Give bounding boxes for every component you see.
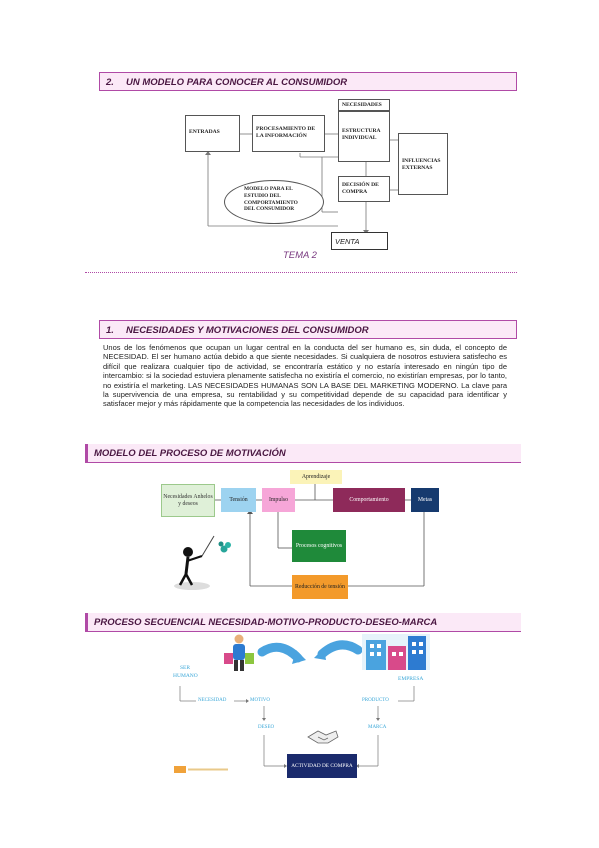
motivation-aprendizaje-box: Aprendizaje bbox=[290, 470, 342, 484]
stick-figure-icon bbox=[174, 535, 231, 590]
needs-paragraph: Unos de los fenómenos que ocupan un luga… bbox=[103, 343, 507, 409]
modelo-label-wrap: MODELO PARA EL ESTUDIO DEL COMPORTAMIENT… bbox=[244, 186, 306, 218]
deseo-label: DESEO bbox=[258, 725, 275, 730]
modelo-label: MODELO PARA EL ESTUDIO DEL COMPORTAMIENT… bbox=[244, 186, 298, 213]
motivation-tension-box: Tensión bbox=[221, 488, 256, 512]
section-needs-title: NECESIDADES Y MOTIVACIONES DEL CONSUMIDO… bbox=[126, 325, 369, 336]
motivation-metas-box: Metas bbox=[411, 488, 439, 512]
motivation-comportamiento-box: Comportamiento bbox=[333, 488, 405, 512]
actividad-compra-label: ACTIVIDAD DE COMPRA bbox=[291, 762, 353, 769]
motivo-label: MOTIVO bbox=[250, 698, 270, 703]
section-model-number: 2. bbox=[106, 77, 114, 88]
motivation-impulso-box: Impulso bbox=[262, 488, 295, 512]
estructura-label: ESTRUCTURA INDIVIDUAL bbox=[342, 128, 381, 141]
section-needs-number: 1. bbox=[106, 325, 114, 336]
necesidades-label: NECESIDADES bbox=[342, 102, 382, 108]
section-model-title: UN MODELO PARA CONOCER AL CONSUMIDOR bbox=[126, 77, 348, 88]
motivation-aprendizaje-label: Aprendizaje bbox=[301, 473, 331, 480]
procesamiento-label: PROCESAMIENTO DE LA INFORMACIÓN bbox=[256, 126, 316, 139]
procesamiento-box: PROCESAMIENTO DE LA INFORMACIÓN bbox=[252, 115, 325, 152]
influencias-label: INFLUENCIAS EXTERNAS bbox=[402, 158, 441, 171]
handshake-icon bbox=[307, 730, 339, 744]
venta-label: VENTA bbox=[335, 237, 360, 246]
modelo-ellipse bbox=[224, 180, 324, 224]
motivation-reduccion-box: Reducción de tensión bbox=[292, 575, 348, 599]
section-sequence-heading: PROCESO SECUENCIAL NECESIDAD-MOTIVO-PROD… bbox=[85, 613, 521, 632]
necesidades-box: NECESIDADES bbox=[338, 99, 390, 111]
producto-label: PRODUCTO bbox=[362, 698, 389, 703]
section-motivation-heading: MODELO DEL PROCESO DE MOTIVACIÓN bbox=[85, 444, 521, 463]
marca-label: MARCA bbox=[368, 725, 387, 730]
motivation-metas-label: Metas bbox=[417, 496, 433, 503]
motivation-impulso-label: Impulso bbox=[268, 496, 288, 503]
section-needs-heading: 1. NECESIDADES Y MOTIVACIONES DEL CONSUMI… bbox=[99, 320, 517, 339]
section-motivation-title: MODELO DEL PROCESO DE MOTIVACIÓN bbox=[94, 448, 286, 459]
influencias-box: INFLUENCIAS EXTERNAS bbox=[398, 133, 448, 195]
section-divider bbox=[85, 272, 517, 273]
motivation-comportamiento-label: Comportamiento bbox=[349, 496, 389, 503]
motivation-necesidades-box: Necesidades Anhelos y deseos bbox=[161, 484, 215, 517]
section-sequence-title: PROCESO SECUENCIAL NECESIDAD-MOTIVO-PROD… bbox=[94, 617, 438, 628]
publisher-logo-icon bbox=[174, 766, 228, 773]
tema-label: TEMA 2 bbox=[283, 250, 317, 261]
decision-label: DECISIÓN DE COMPRA bbox=[342, 182, 379, 195]
shopper-icon bbox=[224, 634, 254, 671]
sequence-connectors bbox=[179, 640, 415, 768]
venta-box: VENTA bbox=[331, 232, 388, 250]
entradas-label: ENTRADAS bbox=[189, 129, 220, 135]
actividad-compra-box: ACTIVIDAD DE COMPRA bbox=[287, 754, 357, 778]
ser-humano-label: SER HUMANO bbox=[173, 665, 198, 679]
empresa-label: EMPRESA bbox=[398, 676, 424, 682]
entradas-box: ENTRADAS bbox=[185, 115, 240, 152]
decision-box: DECISIÓN DE COMPRA bbox=[338, 176, 390, 202]
section-model-heading: 2. UN MODELO PARA CONOCER AL CONSUMIDOR bbox=[99, 72, 517, 91]
company-building-icon bbox=[362, 634, 430, 670]
estructura-box: ESTRUCTURA INDIVIDUAL bbox=[338, 111, 390, 162]
motivation-necesidades-label: Necesidades Anhelos y deseos bbox=[163, 493, 213, 507]
motivation-procesos-label: Procesos cognitivos bbox=[295, 542, 343, 549]
necesidad-label: NECESIDAD bbox=[198, 698, 227, 703]
motivation-tension-label: Tensión bbox=[229, 496, 248, 503]
motivation-procesos-box: Procesos cognitivos bbox=[292, 530, 346, 562]
motivation-reduccion-label: Reducción de tensión bbox=[295, 583, 345, 590]
